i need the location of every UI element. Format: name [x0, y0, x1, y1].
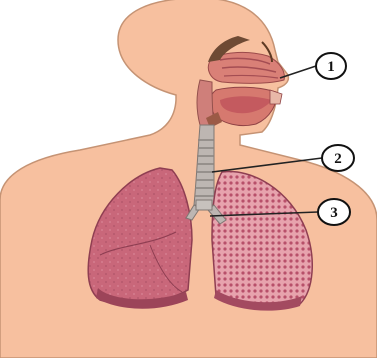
- callout-label-1: 1: [327, 59, 335, 75]
- callout-1: 1: [316, 53, 346, 79]
- callout-label-2: 2: [334, 151, 342, 167]
- callout-3: 3: [318, 199, 350, 225]
- callout-label-3: 3: [330, 205, 338, 221]
- callout-2: 2: [322, 145, 354, 171]
